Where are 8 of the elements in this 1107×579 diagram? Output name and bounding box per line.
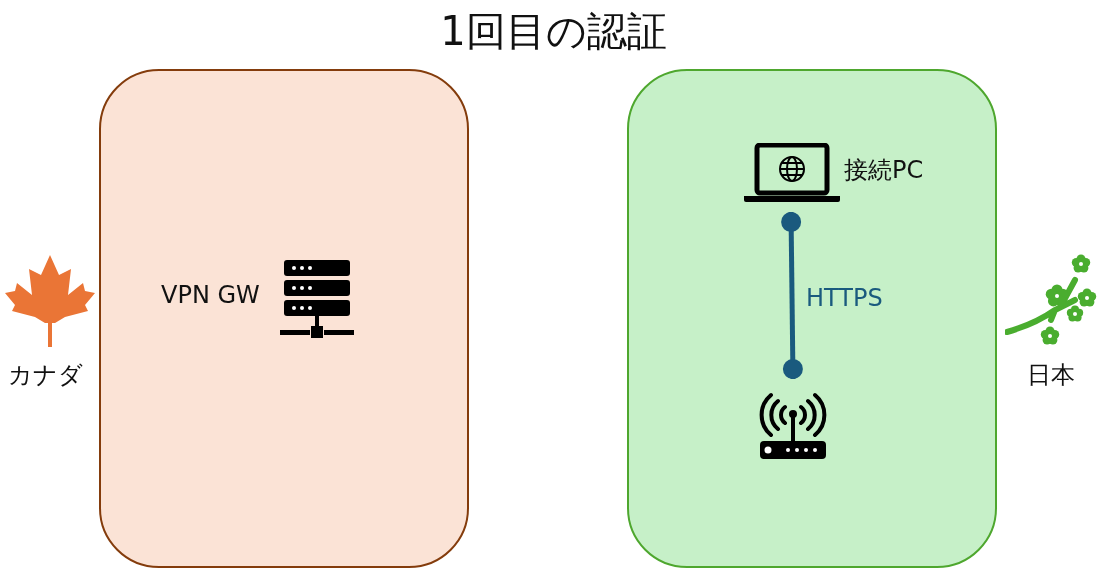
region-label: カナダ — [8, 360, 83, 390]
node-label: VPN GW — [161, 280, 260, 310]
node-label: 接続PC — [844, 155, 924, 185]
region-panel — [99, 69, 469, 568]
region-panel — [627, 69, 997, 568]
connector-line — [781, 211, 803, 380]
title: 1回目の認証 — [439, 7, 668, 56]
region-label: 日本 — [1027, 360, 1075, 390]
